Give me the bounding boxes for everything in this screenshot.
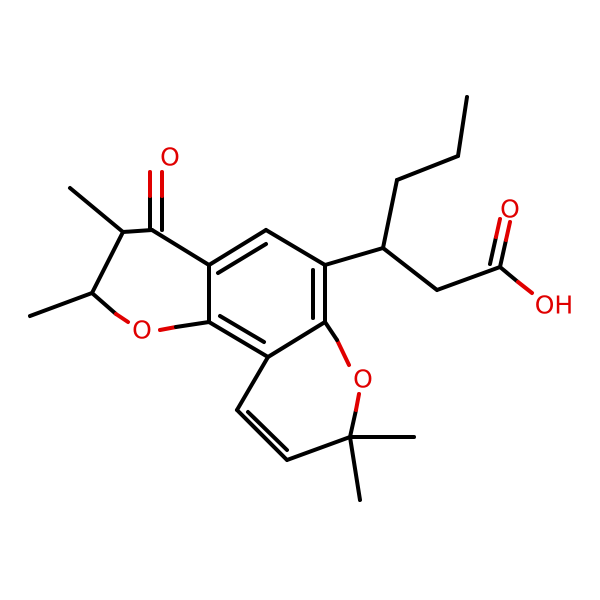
bond-oxygen-half [158,325,178,332]
bond [235,408,289,462]
hydroxyl-label: OH [535,291,573,320]
bond [218,314,266,344]
bond-oxygen-half [114,312,130,324]
bond [246,410,289,452]
bond [348,408,358,439]
ring-oxygen-left-label: O [132,316,152,345]
bond [498,238,508,269]
bond [235,355,270,412]
bond [216,242,268,275]
bond [90,230,125,295]
bond [381,178,399,250]
bond [488,235,498,266]
bond-oxygen-half [504,220,512,242]
bond [498,265,520,284]
carboxyl-oxygen-label: O [500,195,520,224]
bond [323,320,339,342]
ring-oxygen-right-label: O [353,365,373,394]
bond [264,228,327,267]
bond [381,246,439,292]
bond [90,291,118,316]
ketone-oxygen-label: O [160,143,180,172]
bond [456,95,469,158]
bond [323,246,385,267]
bond-oxygen-half [335,338,351,367]
bond-oxygen-half [354,392,361,412]
bond [150,228,211,267]
bond [207,228,268,267]
bond [68,186,125,234]
bond [285,435,352,462]
bond [28,291,94,318]
bond [266,320,327,359]
bond [174,320,211,329]
bond-oxygen-half [494,217,502,239]
bond [207,320,270,359]
bond-oxygen-half [516,280,534,295]
bond [435,265,502,292]
bond [395,154,460,182]
bond [121,228,154,234]
bond [348,435,362,502]
